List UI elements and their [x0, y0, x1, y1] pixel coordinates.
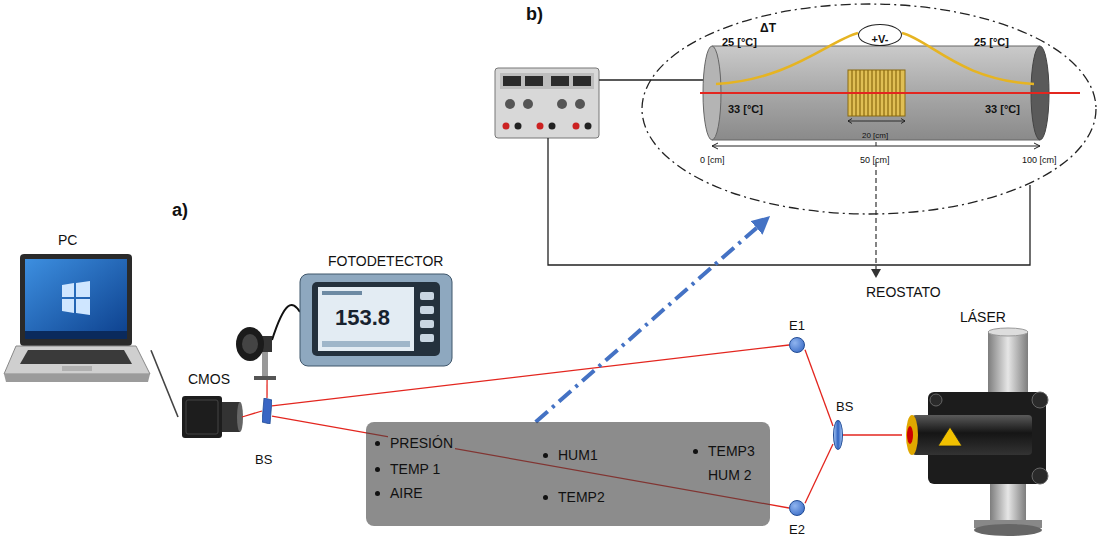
text-slot: 153.8	[335, 305, 390, 330]
sensor-label: PRESIÓN	[388, 435, 455, 451]
rheostat-pointer	[871, 162, 881, 278]
length-scale	[712, 142, 1040, 149]
text-slot: PC	[58, 231, 77, 249]
data-cable	[151, 350, 178, 417]
text-slot: ΔT	[760, 18, 776, 36]
laser-picture	[906, 328, 1048, 536]
voltmeter-oval: +V-	[858, 24, 902, 46]
text-slot: +V-	[872, 29, 889, 47]
coil-dimension	[848, 119, 905, 124]
inset-label: 0 [cm]	[700, 155, 725, 165]
bullet-dot	[375, 467, 380, 472]
bullet-dot	[543, 453, 548, 458]
inset-label: 25 [°C]	[974, 36, 1009, 49]
text-slot: BS	[255, 450, 272, 468]
inset-label: 50 [cm]	[860, 155, 890, 165]
text-slot: TEMP 1	[388, 460, 442, 478]
inset-label: 33 [°C]	[985, 103, 1020, 116]
laser-beam	[805, 444, 833, 503]
component-label: CMOS	[188, 371, 230, 387]
bullet-dot	[375, 491, 380, 496]
cmos-camera: CMOS	[178, 392, 242, 442]
text-slot: TEMP2	[556, 488, 607, 506]
sensor-label: HUM1	[556, 447, 600, 463]
text-slot: FOTODETECTOR	[328, 252, 443, 270]
sensor-label: TEMP3	[706, 443, 757, 459]
component-label: FOTODETECTOR	[328, 253, 443, 269]
component-label: REOSTATO	[866, 284, 941, 300]
component-label: E2	[789, 523, 805, 538]
inset-label: ΔT	[760, 22, 776, 36]
power-supply	[495, 68, 599, 138]
text-slot: LÁSER	[960, 308, 1006, 326]
text-slot: a)	[172, 200, 188, 221]
component-label: PC	[58, 232, 77, 248]
sensor-label: HUM 2	[706, 467, 754, 483]
laser-beam	[805, 350, 833, 426]
text-slot: 25 [°C]	[974, 32, 1009, 50]
text-slot: 20 [cm]	[862, 124, 888, 142]
heated-tube	[700, 46, 1080, 140]
text-slot: AIRE	[388, 484, 425, 502]
reference-arrow	[536, 228, 757, 422]
panel-label: b)	[526, 4, 543, 25]
text-slot: 0 [cm]	[700, 149, 725, 167]
text-slot: CMOS	[188, 370, 230, 388]
text-slot: 100 [cm]	[1022, 149, 1057, 167]
laser: LÁSER	[902, 330, 1095, 540]
beam-splitter: BS	[833, 420, 843, 450]
text-slot: REOSTATO	[866, 283, 941, 301]
photodetector: FOTODETECTOR153.8	[232, 274, 454, 380]
text-slot: PRESIÓN	[388, 434, 455, 452]
sensor-label: TEMP 1	[388, 461, 442, 477]
laser-beam	[242, 411, 262, 417]
text-slot: 33 [°C]	[728, 99, 763, 117]
inset-label: 100 [cm]	[1022, 155, 1057, 165]
thermocouple-wire	[716, 33, 858, 84]
laser-beam	[843, 434, 902, 435]
component-label: BS	[836, 400, 853, 415]
panel-label: a)	[172, 200, 188, 221]
component-label: BS	[255, 453, 272, 468]
mirror-dot: E1	[789, 337, 805, 353]
meter-readout: 153.8	[335, 305, 390, 330]
sensor-panel: PRESIÓN TEMP 1 AIRE HUM1TEMP2 TEMP3HUM 2	[366, 422, 770, 526]
text-slot: 33 [°C]	[985, 99, 1020, 117]
cmos-camera	[182, 396, 243, 438]
laser-beam	[266, 380, 267, 398]
voltmeter-label: +V-	[872, 33, 889, 46]
inset-label: 20 [cm]	[862, 131, 888, 140]
text-slot: 25 [°C]	[722, 32, 757, 50]
pc-laptop: PC	[4, 253, 151, 388]
text-slot: E2	[789, 520, 805, 538]
sensor-label: TEMP2	[556, 489, 607, 505]
inset-ellipse: ΔT25 [°C]25 [°C]33 [°C]20 [cm]33 [°C]0 […	[640, 2, 1098, 216]
text-slot: HUM 2	[706, 466, 754, 484]
splitter-plate	[262, 398, 272, 424]
laser-beam	[272, 345, 789, 406]
thermocouple-wire	[902, 33, 1034, 84]
laptop-picture	[4, 254, 150, 382]
text-slot: b)	[526, 4, 543, 25]
sensor-label: AIRE	[388, 485, 425, 501]
text-slot: BS	[836, 397, 853, 415]
bullet-dot	[693, 449, 698, 454]
inset-label: 25 [°C]	[722, 36, 757, 49]
text-slot: TEMP3	[706, 442, 757, 460]
component-label: E1	[789, 319, 805, 334]
component-label: LÁSER	[960, 309, 1006, 325]
bullet-dot	[375, 441, 380, 446]
inset-label: 33 [°C]	[728, 103, 763, 116]
bullet-dot	[543, 495, 548, 500]
text-slot: 50 [cm]	[860, 149, 890, 167]
mirror-dot: E2	[789, 500, 805, 516]
beam-splitter: BS	[262, 398, 272, 424]
dash-dot-ellipse	[642, 4, 1096, 214]
return-wire	[548, 138, 1030, 265]
text-slot: E1	[789, 316, 805, 334]
photodetector-picture	[236, 274, 452, 380]
splitter-glass	[262, 398, 272, 424]
text-slot: HUM1	[556, 446, 600, 464]
